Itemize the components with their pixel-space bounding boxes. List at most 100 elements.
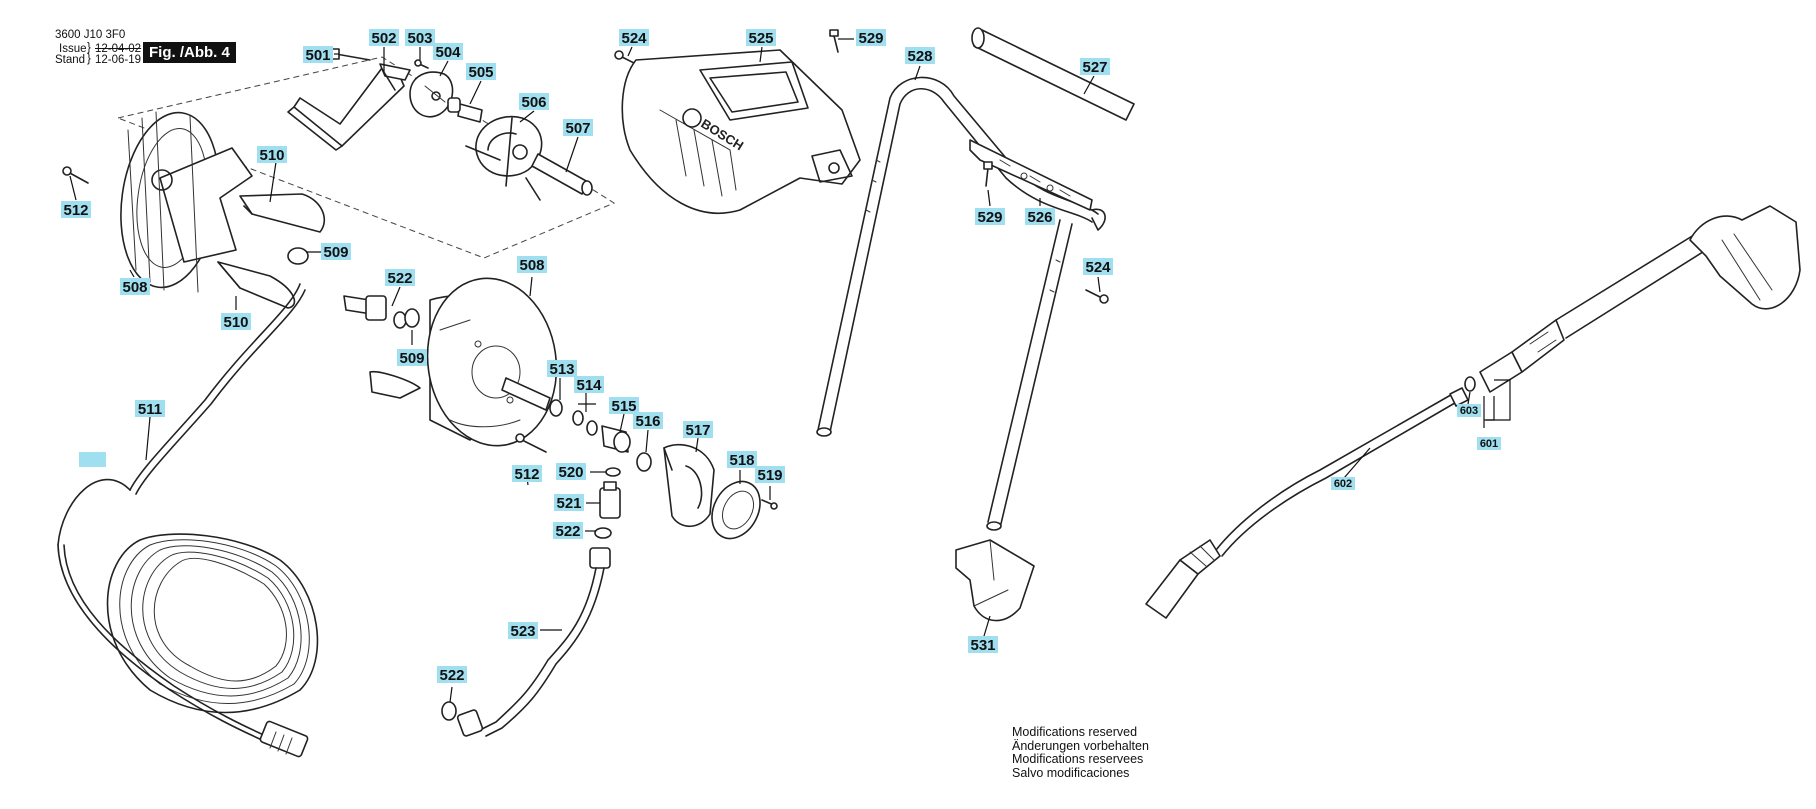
svg-text:510: 510 bbox=[223, 314, 248, 331]
callout-522-upper: 522 bbox=[385, 269, 415, 287]
callout-526: 526 bbox=[1025, 208, 1055, 226]
screw-529-lower bbox=[983, 161, 993, 187]
svg-text:518: 518 bbox=[729, 452, 754, 469]
shaft-513 bbox=[501, 377, 563, 417]
handle-frame-528 bbox=[816, 76, 1106, 531]
ring-522-middle bbox=[594, 527, 612, 539]
nut-515 bbox=[601, 425, 631, 453]
callout-519: 519 bbox=[755, 466, 785, 484]
screw-524-lower bbox=[1085, 289, 1109, 304]
callout-524-upper: 524 bbox=[619, 29, 649, 47]
callout-601: 601 bbox=[1477, 437, 1501, 450]
knob-504 bbox=[409, 71, 454, 118]
svg-text:602: 602 bbox=[1334, 478, 1352, 490]
svg-text:519: 519 bbox=[757, 467, 782, 484]
svg-text:526: 526 bbox=[1027, 209, 1052, 226]
callout-501: 501 bbox=[303, 46, 333, 64]
svg-text:524: 524 bbox=[1085, 259, 1111, 276]
issue-bracket: } bbox=[87, 42, 91, 54]
stand-bracket: } bbox=[87, 53, 91, 65]
rings-514 bbox=[572, 410, 598, 436]
shaft-507 bbox=[531, 153, 593, 196]
svg-text:525: 525 bbox=[748, 30, 773, 47]
oring-603 bbox=[1464, 376, 1476, 392]
callout-529-upper: 529 bbox=[856, 29, 886, 47]
svg-text:522: 522 bbox=[555, 523, 580, 540]
svg-text:529: 529 bbox=[858, 30, 883, 47]
svg-text:509: 509 bbox=[323, 244, 348, 261]
stand-label: Stand bbox=[55, 54, 86, 66]
callout-514: 514 bbox=[574, 376, 604, 394]
callout-510-lower: 510 bbox=[221, 313, 251, 331]
screw-512-upper bbox=[62, 166, 89, 184]
document-number: 3600 J10 3F0 bbox=[55, 29, 126, 41]
leader-lines bbox=[69, 38, 1511, 703]
crank-handle-502 bbox=[287, 63, 411, 151]
spray-gun-601 bbox=[1479, 205, 1801, 393]
callout-511: 511 bbox=[135, 400, 165, 418]
hose-coil-511 bbox=[57, 283, 319, 758]
svg-text:513: 513 bbox=[549, 361, 574, 378]
svg-text:531: 531 bbox=[970, 637, 995, 654]
foot-531 bbox=[955, 539, 1035, 622]
svg-text:514: 514 bbox=[576, 377, 602, 394]
callout-521: 521 bbox=[554, 494, 584, 512]
callout-527: 527 bbox=[1080, 58, 1110, 76]
cap-518 bbox=[711, 480, 761, 540]
svg-text:516: 516 bbox=[635, 413, 660, 430]
screw-512-lower bbox=[515, 433, 547, 453]
stand-date: 12-06-19 bbox=[95, 54, 142, 66]
callout-603: 603 bbox=[1457, 404, 1481, 417]
svg-text:512: 512 bbox=[514, 466, 539, 483]
callout-507: 507 bbox=[563, 119, 593, 137]
callout-509-lower: 509 bbox=[397, 349, 427, 367]
callout-524-lower: 524 bbox=[1083, 258, 1113, 276]
svg-text:508: 508 bbox=[122, 279, 147, 296]
callout-509-upper: 509 bbox=[321, 243, 351, 261]
svg-text:515: 515 bbox=[611, 398, 636, 415]
ring-509-upper bbox=[287, 247, 309, 265]
issue-date: 12-04-02 bbox=[95, 43, 142, 55]
svg-text:512: 512 bbox=[63, 202, 88, 219]
svg-text:524: 524 bbox=[621, 30, 647, 47]
housing-517 bbox=[663, 443, 715, 528]
svg-text:503: 503 bbox=[407, 30, 432, 47]
svg-text:508: 508 bbox=[519, 257, 544, 274]
svg-text:509: 509 bbox=[399, 350, 424, 367]
reel-drum-508-upper bbox=[120, 111, 253, 293]
svg-text:603: 603 bbox=[1460, 405, 1478, 417]
callout-522-lower: 522 bbox=[437, 666, 467, 684]
svg-text:522: 522 bbox=[387, 270, 412, 287]
callout-602: 602 bbox=[1331, 477, 1355, 490]
figure-label: Fig. /Abb. 4 bbox=[143, 42, 236, 63]
svg-text:527: 527 bbox=[1082, 59, 1107, 76]
callout-517: 517 bbox=[683, 421, 713, 439]
ring-516 bbox=[636, 452, 652, 472]
callout-518: 518 bbox=[727, 451, 757, 469]
callout-502: 502 bbox=[369, 29, 399, 47]
clip-510-lower bbox=[217, 261, 296, 309]
callout-531: 531 bbox=[968, 636, 998, 654]
svg-text:501: 501 bbox=[305, 47, 330, 64]
callout-508-lower: 508 bbox=[517, 256, 547, 274]
callout-529-lower: 529 bbox=[975, 208, 1005, 226]
ring-522-lower bbox=[441, 701, 457, 721]
screw-529-upper bbox=[829, 29, 839, 53]
reel-drum-508-lower bbox=[369, 277, 561, 447]
svg-text:507: 507 bbox=[565, 120, 590, 137]
svg-text:506: 506 bbox=[521, 94, 546, 111]
svg-text:517: 517 bbox=[685, 422, 710, 439]
callout-528: 528 bbox=[905, 47, 935, 65]
callout-520: 520 bbox=[556, 463, 586, 481]
fitting-521 bbox=[599, 481, 621, 519]
callout-512-upper: 512 bbox=[61, 201, 91, 219]
screw-519 bbox=[761, 499, 778, 510]
modifications-note: Modifications reserved Änderungen vorbeh… bbox=[1012, 725, 1149, 780]
ring-509-lower bbox=[404, 308, 420, 328]
oring-520 bbox=[605, 467, 621, 477]
callout-512-lower: 512 bbox=[512, 465, 542, 483]
pin-505 bbox=[447, 97, 483, 123]
callout-522-middle: 522 bbox=[553, 522, 583, 540]
callout-505: 505 bbox=[466, 63, 496, 81]
